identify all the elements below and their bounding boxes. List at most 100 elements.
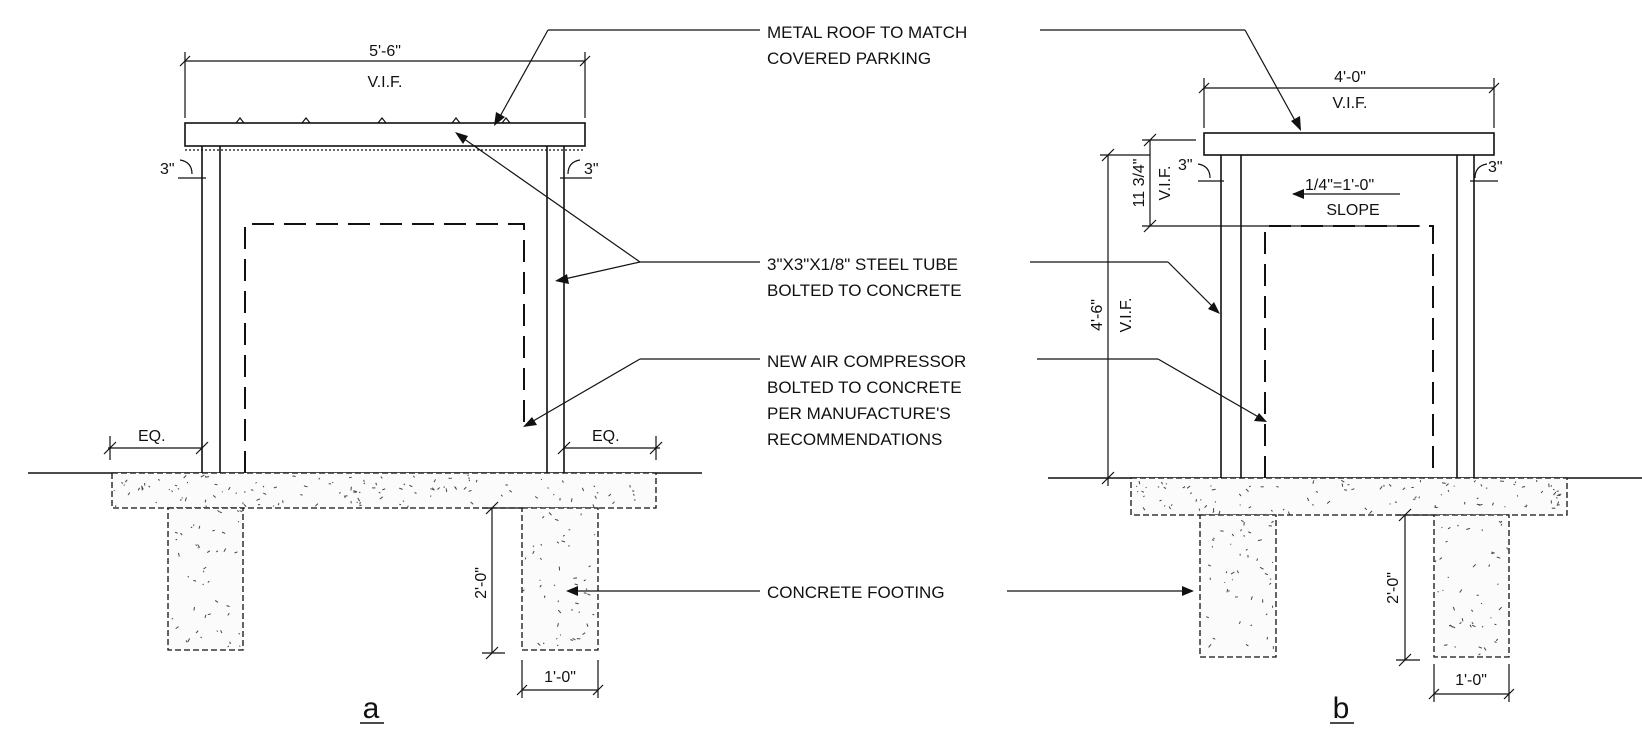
concrete-speck <box>583 579 586 582</box>
concrete-speck <box>1524 505 1528 508</box>
concrete-speck <box>1282 508 1285 511</box>
concrete-speck <box>1211 488 1216 491</box>
concrete-speck <box>1521 486 1526 488</box>
concrete-speck <box>553 584 556 587</box>
concrete-speck <box>212 529 216 532</box>
concrete-speck <box>594 495 597 499</box>
concrete-speck <box>1182 486 1185 489</box>
concrete-speck <box>509 489 513 493</box>
concrete-speck <box>375 482 378 486</box>
concrete-speck <box>1312 503 1314 506</box>
concrete-speck <box>262 485 265 488</box>
concrete-speck <box>629 484 631 488</box>
concrete-speck <box>540 543 543 546</box>
concrete-speck <box>202 570 205 573</box>
concrete-speck <box>1496 556 1501 559</box>
concrete-speck <box>534 496 539 499</box>
concrete-speck <box>1498 520 1502 524</box>
concrete-speck <box>238 632 241 635</box>
concrete-speck <box>540 478 543 481</box>
concrete-speck <box>235 492 237 494</box>
concrete-speck <box>1143 495 1145 498</box>
concrete-speck <box>197 544 201 548</box>
concrete-speck <box>1457 524 1459 527</box>
concrete-speck <box>1163 486 1167 489</box>
concrete-speck <box>1250 596 1253 600</box>
concrete-speck <box>378 491 381 494</box>
concrete-speck <box>1418 496 1420 499</box>
concrete-speck <box>561 540 566 543</box>
concrete-speck <box>359 504 362 507</box>
concrete-speck <box>1245 548 1248 551</box>
concrete-speck <box>1470 609 1474 612</box>
concrete-speck <box>593 485 596 488</box>
concrete-speck <box>185 640 188 643</box>
dim-footing-width-b: 1'-0" <box>1455 672 1487 689</box>
concrete-speck <box>1447 576 1450 579</box>
concrete-speck <box>1142 507 1146 511</box>
concrete-speck <box>1168 506 1171 510</box>
concrete-speck <box>292 475 296 477</box>
dim-overhang-right-a: 3" <box>584 161 599 178</box>
dim-height-note-b: V.I.F. <box>1118 298 1135 333</box>
dim-overhang-left-a: 3" <box>160 161 175 178</box>
concrete-speck <box>1442 482 1446 484</box>
concrete-speck <box>1506 547 1508 550</box>
concrete-speck <box>1452 606 1456 611</box>
concrete-speck <box>1207 564 1212 567</box>
concrete-speck <box>1245 488 1249 493</box>
dim-width-note-a: V.I.F. <box>368 74 403 91</box>
concrete-speck <box>587 593 591 596</box>
dim-width-a: 5'-6" <box>369 43 401 60</box>
slope-ratio-b: 1/4"=1'-0" <box>1305 177 1374 194</box>
footing-b-left <box>1199 514 1277 658</box>
concrete-speck <box>216 630 219 632</box>
label-compressor-line3: PER MANUFACTURE'S <box>767 404 951 423</box>
concrete-speck <box>223 548 227 553</box>
concrete-speck <box>539 557 543 560</box>
concrete-speck <box>300 494 303 496</box>
concrete-speck <box>403 483 406 486</box>
concrete-speck <box>359 501 361 505</box>
concrete-speck <box>1500 523 1503 526</box>
concrete-speck <box>357 497 361 502</box>
concrete-speck <box>1556 504 1560 506</box>
concrete-speck <box>200 636 203 639</box>
concrete-speck <box>1238 621 1241 625</box>
dim-footing-depth-b: 2'-0" <box>1385 572 1402 604</box>
concrete-speck <box>303 485 308 488</box>
concrete-speck <box>212 495 217 498</box>
concrete-speck <box>524 557 527 560</box>
concrete-speck <box>236 510 239 513</box>
concrete-speck <box>198 525 201 529</box>
footing-b-right <box>1433 514 1510 658</box>
concrete-speck <box>608 493 612 497</box>
concrete-speck <box>1481 625 1484 628</box>
concrete-speck <box>1236 570 1239 574</box>
concrete-speck <box>578 611 581 614</box>
concrete-speck <box>582 632 586 636</box>
concrete-speck <box>463 486 467 490</box>
concrete-speck <box>475 479 478 483</box>
concrete-speck <box>1525 504 1528 507</box>
concrete-speck <box>214 599 219 603</box>
concrete-speck <box>430 488 435 491</box>
steel-tube-a-left <box>201 146 221 473</box>
concrete-speck <box>195 630 199 634</box>
concrete-speck <box>1240 519 1244 523</box>
footing-a-left <box>167 507 244 651</box>
concrete-speck <box>1452 626 1456 629</box>
concrete-speck <box>379 496 384 500</box>
concrete-speck <box>202 583 204 586</box>
concrete-speck <box>190 526 193 529</box>
concrete-speck <box>585 588 588 591</box>
concrete-speck <box>127 492 131 496</box>
concrete-speck <box>1552 488 1555 491</box>
concrete-speck <box>1402 487 1406 491</box>
concrete-speck <box>1163 505 1166 507</box>
callout-air-compressor: NEW AIR COMPRESSOR BOLTED TO CONCRETE PE… <box>523 352 1267 449</box>
concrete-speck <box>575 602 579 605</box>
concrete-speck <box>1557 501 1560 505</box>
concrete-speck <box>1240 529 1242 532</box>
concrete-speck <box>193 607 195 611</box>
